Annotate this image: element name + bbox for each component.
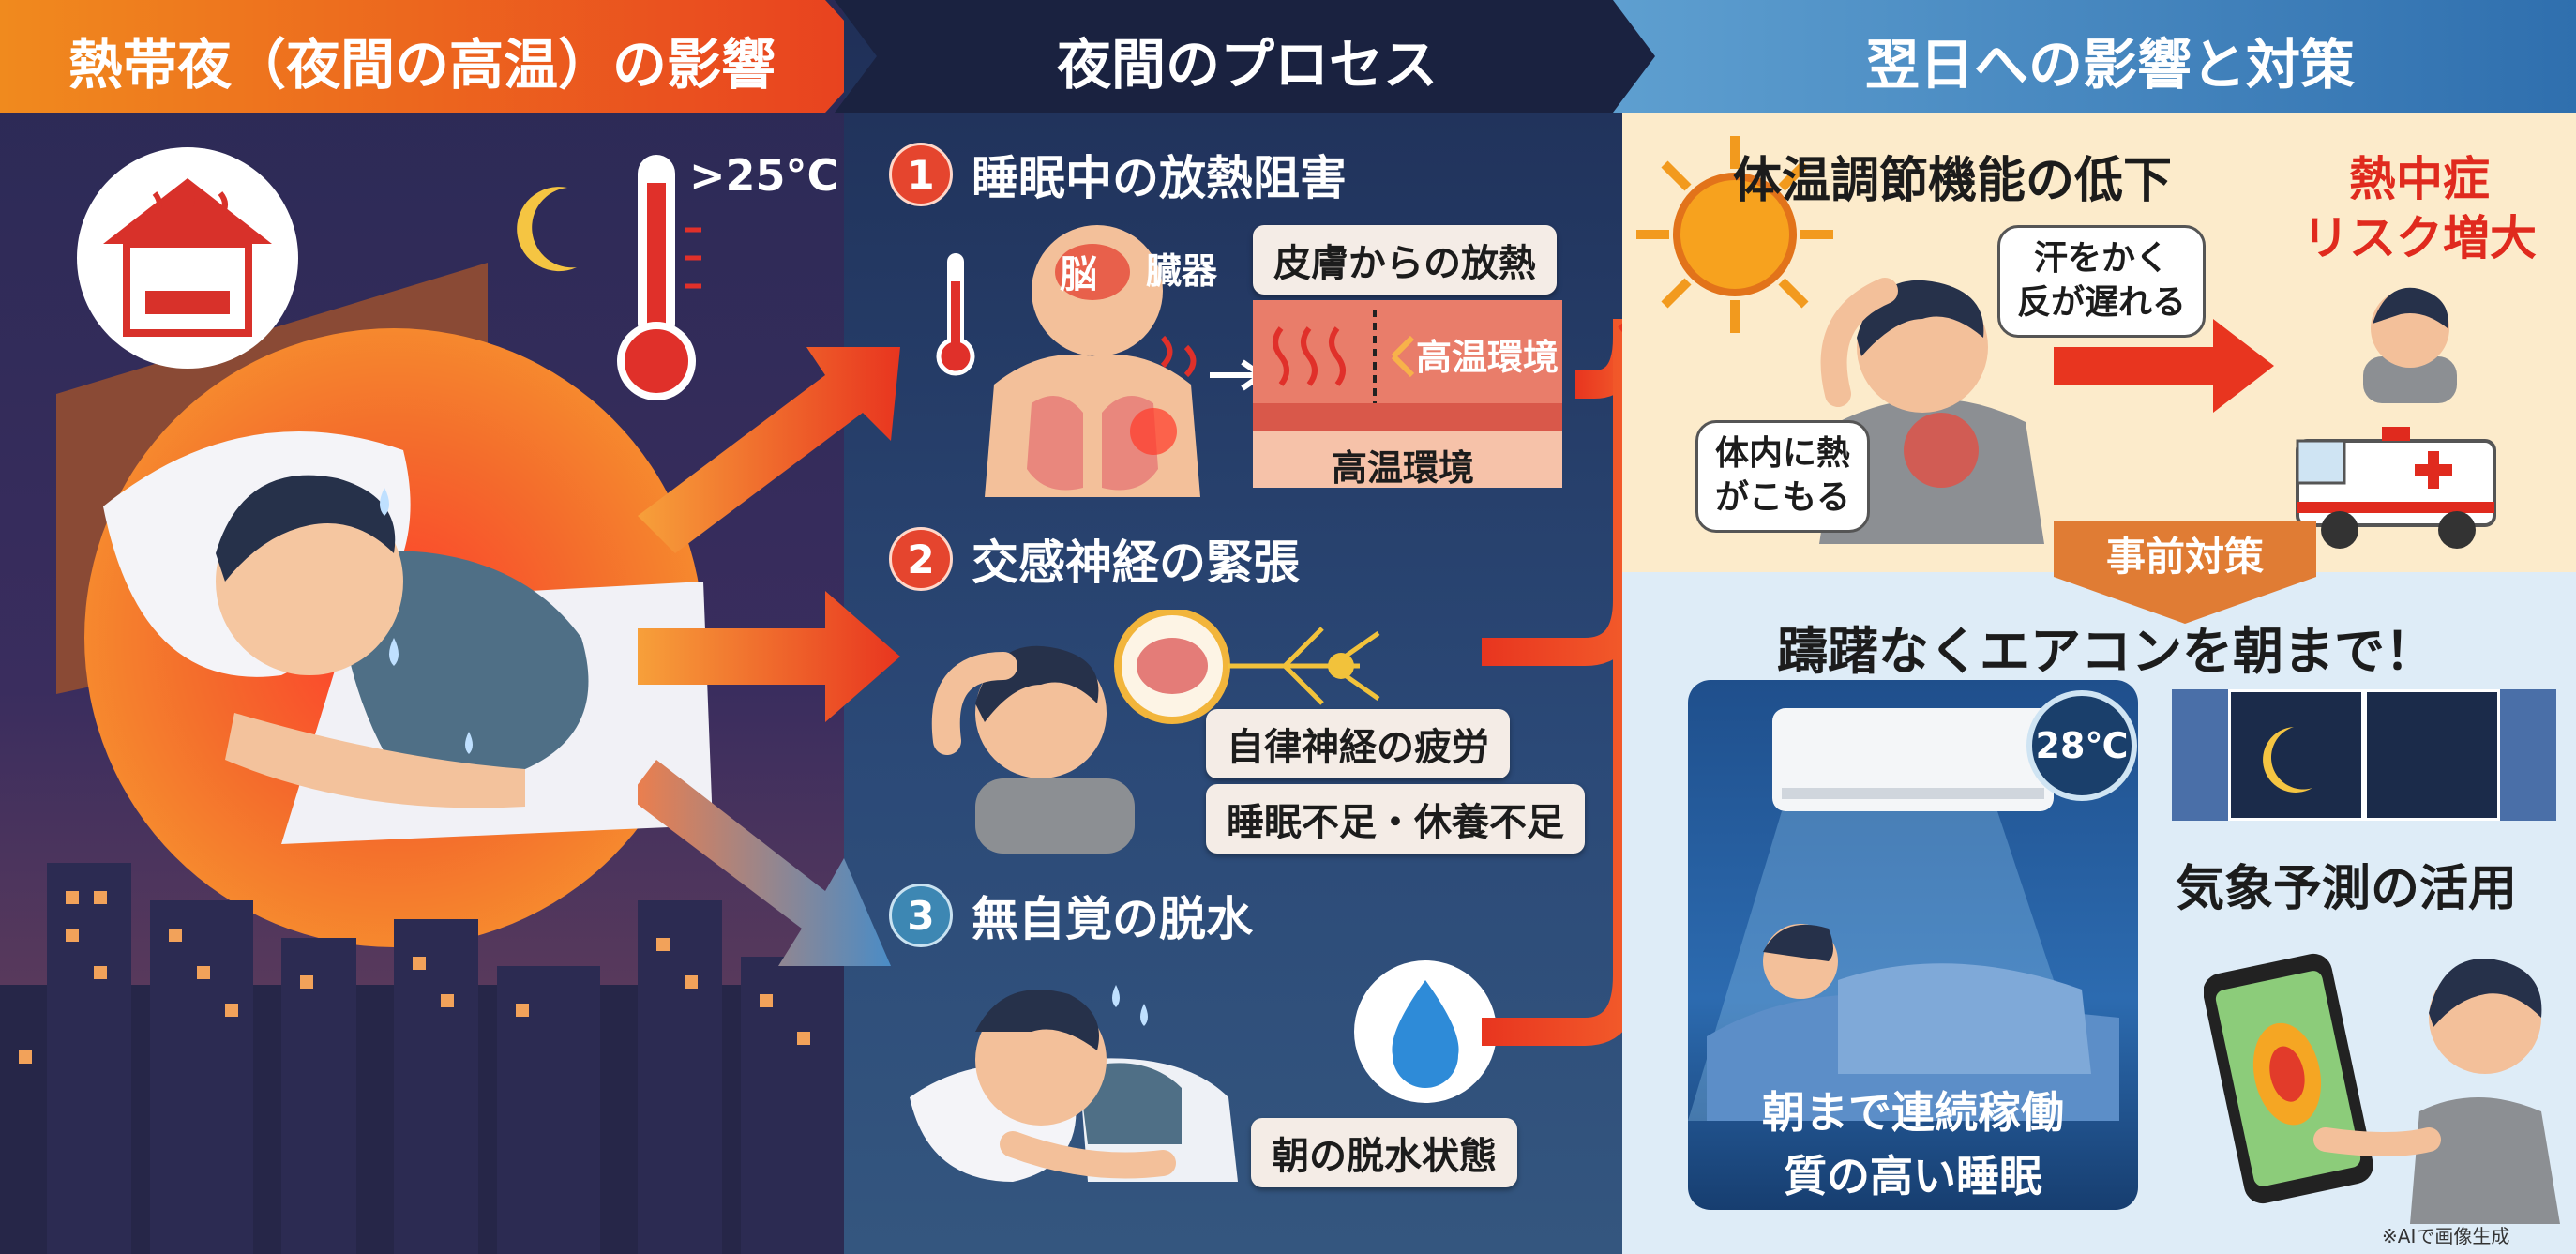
risk-arrow-icon <box>2054 319 2274 413</box>
forecast-title: 気象予測の活用 <box>2176 861 2518 917</box>
label-brain: 脳 <box>1060 253 1097 296</box>
nerve-stress-illustration <box>931 610 1380 854</box>
step3-heading: 3 無自覚の脱水 <box>889 882 1253 949</box>
right-section-title: 翌日への影響と対策 <box>1864 33 2355 97</box>
body-heat-illustration <box>936 225 1200 497</box>
ac-caption-quality-sleep: 質の高い睡眠 <box>1784 1151 2042 1201</box>
left-header-banner <box>0 0 877 113</box>
dehydrated-sleeper-illustration <box>910 985 1238 1182</box>
step3-title: 無自覚の脱水 <box>972 892 1253 946</box>
ai-footnote: ※AIで画像生成 <box>2382 1225 2510 1247</box>
label-skin-heat: 皮膚からの放熱 <box>1253 225 1557 295</box>
left-illustration <box>0 263 844 1254</box>
thermometer-icon <box>617 155 701 400</box>
label-sleep-deficit: 睡眠不足・休養不足 <box>1206 784 1585 854</box>
temperature-label: >25°C <box>689 150 839 201</box>
skin-layers-illustration <box>1253 300 1562 488</box>
step2-heading: 2 交感神経の緊張 <box>889 525 1300 593</box>
prevention-arrow <box>2054 521 2316 624</box>
middle-header-banner <box>835 0 1660 113</box>
step2-title: 交感神経の緊張 <box>972 536 1300 590</box>
prevention-label: 事前対策 <box>2105 534 2264 580</box>
flow-arrows-left <box>638 347 900 966</box>
bubble-sweat-delay: 汗をかく 反が遅れる <box>1997 225 2207 338</box>
moon-icon <box>517 187 577 272</box>
water-drop-icon <box>1354 960 1497 1103</box>
label-autonomic-fatigue: 自律神経の疲労 <box>1206 709 1510 778</box>
left-section-title: 熱帯夜（夜間の高温）の影響 <box>68 33 776 97</box>
sun-icon <box>1636 136 1833 333</box>
heatstroke-risk-text: 熱中症 リスク増大 <box>2302 152 2537 265</box>
step1-title: 睡眠中の放熱阻害 <box>972 151 1347 205</box>
sick-person-icon <box>2363 287 2457 403</box>
ambulance-icon <box>2296 427 2496 549</box>
thermoregulation-title: 体温調節機能の低下 <box>1733 153 2173 209</box>
ac-message: 躊躇なくエアコンを朝まで！ <box>1777 622 2435 681</box>
right-header-banner <box>1613 0 2576 113</box>
ac-caption-continuous: 朝まで連続稼働 <box>1762 1087 2064 1138</box>
label-morning-dehydration: 朝の脱水状態 <box>1251 1118 1517 1187</box>
label-env-1: 高温環境 <box>1416 337 1559 378</box>
step1-number: 1 <box>889 143 953 206</box>
step2-number: 2 <box>889 527 953 591</box>
label-organs: 臓器 <box>1146 250 1218 292</box>
night-window-illustration <box>2172 689 2556 821</box>
bubble-trapped-heat: 体内に熱 がこもる <box>1695 420 1871 533</box>
label-env-2: 高温環境 <box>1332 447 1475 489</box>
house-heat-icon <box>77 147 298 369</box>
ac-temperature: 28℃ <box>2035 725 2129 766</box>
overheated-person-illustration <box>1819 278 2044 544</box>
ac-bedroom-illustration <box>1688 708 2119 1121</box>
step3-number: 3 <box>889 884 953 947</box>
ac-temperature-badge <box>2026 690 2137 801</box>
step1-heading: 1 睡眠中の放熱阻害 <box>889 141 1347 208</box>
middle-section-title: 夜間のプロセス <box>1056 33 1438 97</box>
forecast-phone-illustration <box>2204 953 2560 1224</box>
